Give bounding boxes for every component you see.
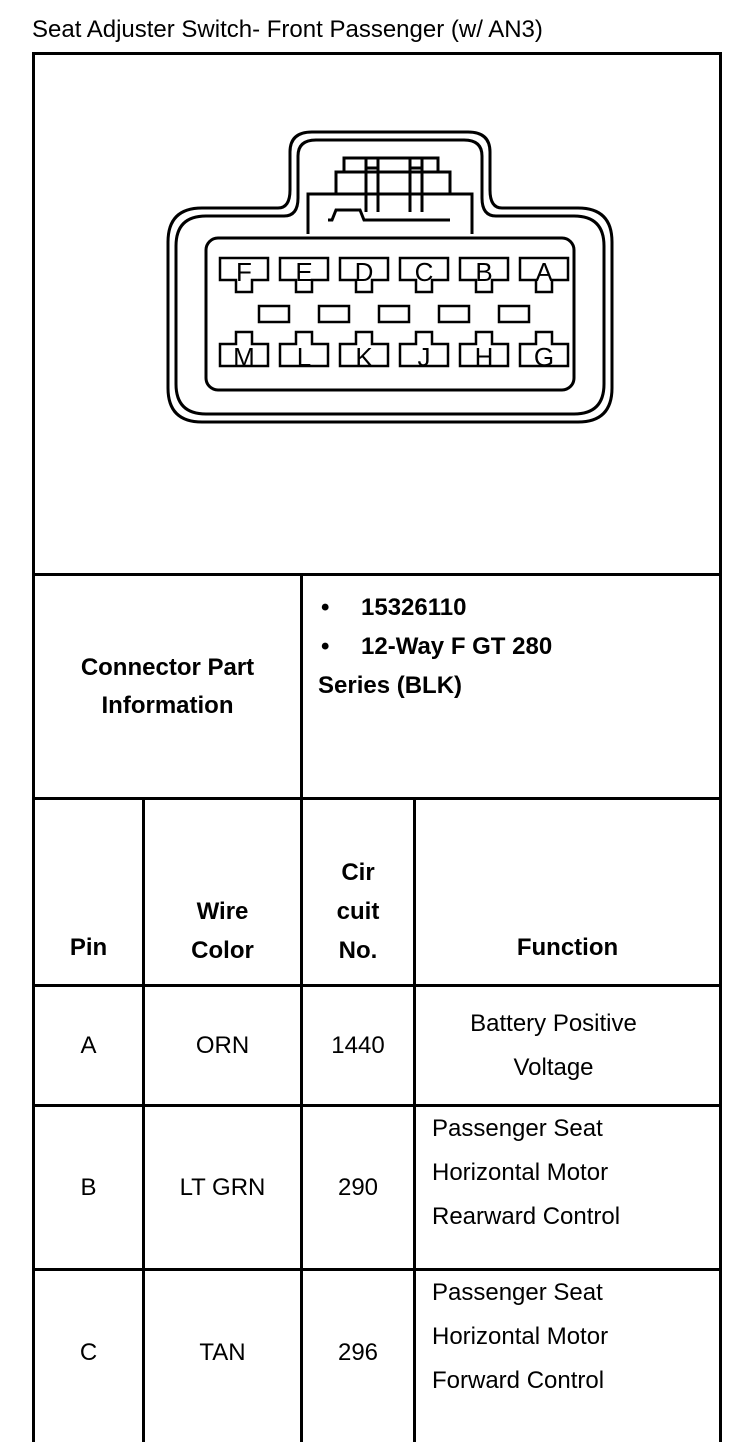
pin-label: F [236, 257, 252, 287]
header-circuit-no: Cir cuit No. [303, 800, 413, 984]
connector-type-item: • 12-Way F GT 280 [303, 627, 713, 666]
circuit-cell: 296 [337, 1339, 379, 1366]
function-line: Voltage [513, 1053, 594, 1081]
divider [32, 984, 722, 987]
wire-color-cell: ORN [195, 1031, 250, 1059]
part-info-label-line: Connector Part [80, 653, 255, 681]
pin-cavity [278, 330, 330, 368]
divider [32, 1104, 722, 1107]
key-slot [377, 304, 411, 324]
wire-color-cell: TAN [199, 1339, 246, 1366]
key-slot [437, 304, 471, 324]
header-function-text: Function [516, 934, 619, 961]
pin-cavity [398, 330, 450, 368]
pin-cavity [398, 256, 450, 294]
key-slot [257, 304, 291, 324]
pin-label: D [355, 257, 374, 287]
pin-cavity [278, 256, 330, 294]
part-info-values: • 15326110 • 12-Way F GT 280 Series (BLK) [303, 588, 713, 705]
function-line: Horizontal Motor [432, 1159, 609, 1186]
part-number: 15326110 [361, 594, 467, 621]
connector-series-text: Series (BLK) [318, 672, 463, 699]
header-pin: Pin [35, 800, 142, 984]
pin-cell: C [79, 1339, 98, 1366]
divider [32, 573, 722, 576]
divider [300, 799, 303, 1442]
divider [32, 1268, 722, 1271]
connector-series: Series (BLK) [303, 666, 713, 705]
header-circuit-line: Cir [341, 859, 375, 886]
function-cell: Battery Positive Voltage [416, 987, 691, 1104]
header-pin-text: Pin [69, 934, 108, 961]
key-slot [317, 304, 351, 324]
pin-label: K [355, 342, 373, 372]
pin-label: M [233, 342, 255, 372]
pin-cavity [518, 256, 570, 294]
key-slot [497, 304, 531, 324]
function-line: Forward Control [432, 1367, 605, 1394]
pin-label: L [297, 342, 311, 372]
header-wire-line: Color [191, 937, 254, 964]
pin-cavity [518, 330, 570, 368]
header-wire-line: Wire [196, 898, 249, 925]
header-circuit-line: No. [338, 937, 378, 964]
table-frame [32, 52, 722, 1442]
wire-color-cell: LT GRN [179, 1173, 266, 1201]
pin-cavity [338, 256, 390, 294]
pin-cavity [218, 256, 270, 294]
pin-cavity [338, 330, 390, 368]
divider [32, 797, 722, 800]
page-title: Seat Adjuster Switch- Front Passenger (w… [32, 16, 543, 43]
pin-label: C [415, 257, 434, 287]
pin-label: A [535, 257, 553, 287]
pin-label: J [418, 342, 431, 372]
function-line: Battery Positive [470, 1009, 637, 1037]
bullet: • [321, 594, 330, 621]
pin-cavity [458, 330, 510, 368]
pin-cavity [218, 330, 270, 368]
pin-label: H [475, 342, 494, 372]
pin-cell: B [80, 1173, 97, 1201]
divider [300, 575, 303, 799]
function-line: Passenger Seat [432, 1279, 603, 1306]
pin-cavity [458, 256, 510, 294]
connector-face-diagram: F M E L D K C J B H A G [166, 130, 614, 424]
function-line: Rearward Control [432, 1203, 621, 1230]
part-number-item: • 15326110 [303, 588, 713, 627]
function-line: Horizontal Motor [432, 1323, 609, 1350]
function-cell: Passenger Seat Horizontal Motor Rearward… [432, 1107, 712, 1268]
pin-cell: A [80, 1031, 97, 1059]
circuit-cell: 290 [337, 1173, 379, 1201]
divider [142, 799, 145, 1442]
part-info-label-line: Information [101, 691, 234, 719]
bullet: • [321, 633, 330, 660]
circuit-cell: 1440 [331, 1031, 385, 1059]
header-function: Function [416, 800, 719, 984]
pin-label: E [295, 257, 312, 287]
header-wire-color: Wire Color [145, 800, 300, 984]
divider [413, 799, 416, 1442]
connector-type: 12-Way F GT 280 [361, 633, 553, 660]
part-info-label: Connector Part Information [35, 576, 300, 797]
function-line: Passenger Seat [432, 1115, 603, 1142]
function-cell: Passenger Seat Horizontal Motor Forward … [432, 1271, 712, 1435]
pin-label: B [475, 257, 492, 287]
header-circuit-line: cuit [336, 898, 380, 925]
pin-label: G [534, 342, 554, 372]
